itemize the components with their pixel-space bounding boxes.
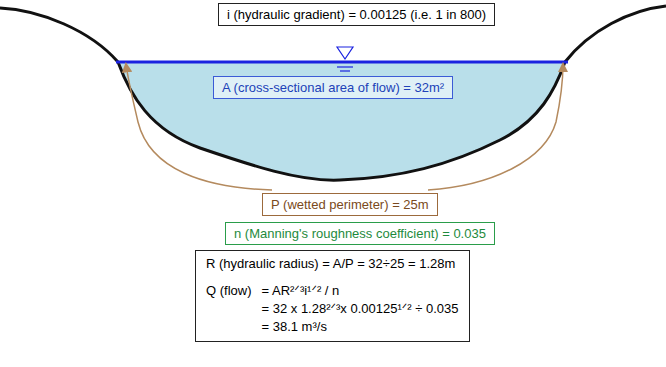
channel-bed (0, 6, 666, 180)
water-level-tick (337, 66, 353, 67)
perimeter-box: P (wetted perimeter) = 25m (262, 193, 438, 216)
node-text: = AR²ᐟ³i¹ᐟ² / n (262, 282, 459, 299)
node-text: P (wetted perimeter) = 25m (271, 196, 429, 213)
area-box: A (cross-sectional area of flow) = 32m² (213, 76, 453, 99)
water-surface (116, 61, 568, 64)
node-text: R (hydraulic radius) = A/P = 32÷25 = 1.2… (206, 255, 459, 272)
formula-box: R (hydraulic radius) = A/P = 32÷25 = 1.2… (195, 250, 470, 342)
node-text: A (cross-sectional area of flow) = 32m² (222, 79, 444, 96)
node-text: = 32 x 1.28²ᐟ³x 0.00125¹ᐟ² ÷ 0.035 (262, 300, 459, 317)
roughness-box: n (Manning's roughness coefficient) = 0.… (225, 222, 495, 245)
node-text: Q (flow) (206, 282, 252, 299)
water-level-tick (340, 70, 350, 71)
node-text: = 38.1 m³/s (262, 318, 459, 335)
gradient-box: i (hydraulic gradient) = 0.00125 (i.e. 1… (218, 3, 495, 26)
node-text: n (Manning's roughness coefficient) = 0.… (234, 225, 486, 242)
node-text: i (hydraulic gradient) = 0.00125 (i.e. 1… (227, 6, 486, 23)
water-level-symbol (337, 47, 353, 59)
water-body (118, 62, 565, 180)
